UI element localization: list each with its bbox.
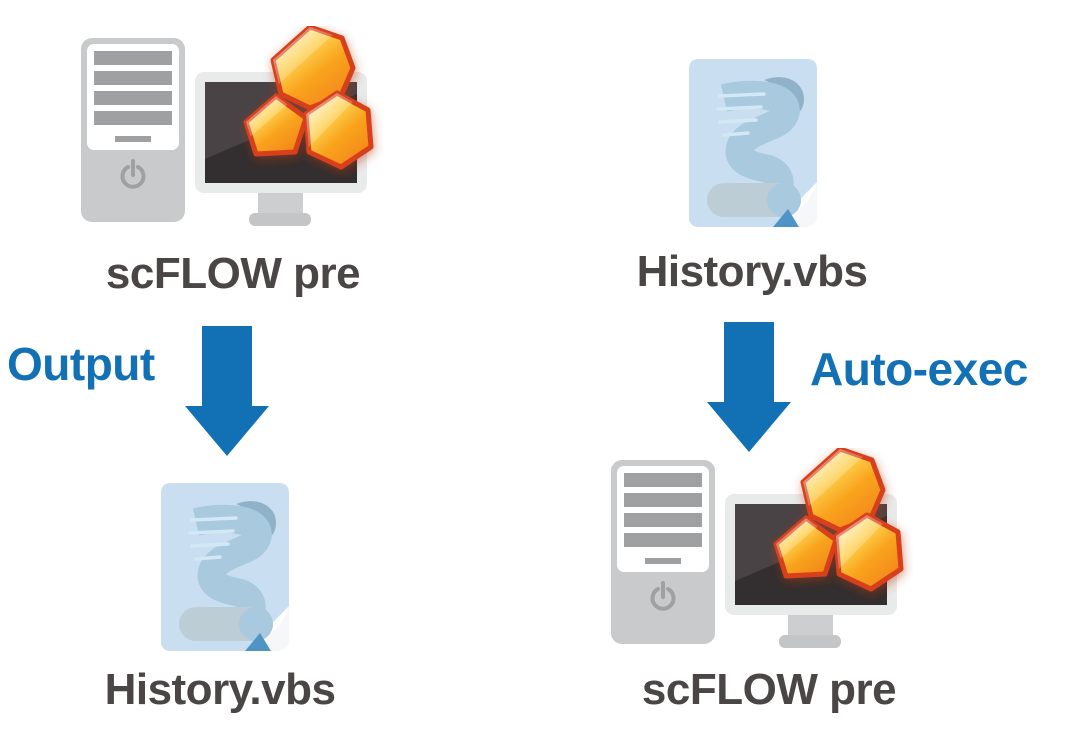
flow-action-output: Output	[7, 338, 155, 390]
node-label-scflow-pre-top: scFLOW pre	[105, 249, 361, 298]
script-file-icon	[160, 482, 290, 652]
flow-action-autoexec: Auto-exec	[810, 343, 1028, 395]
down-arrow-icon	[705, 320, 793, 454]
node-label-history-vbs-bottom: History.vbs	[104, 665, 336, 714]
script-file-icon	[688, 58, 818, 228]
node-label-scflow-pre-bottom: scFLOW pre	[641, 665, 897, 714]
computer-scflow-icon	[78, 26, 383, 228]
down-arrow-icon	[183, 324, 271, 458]
node-label-history-vbs-top: History.vbs	[636, 247, 868, 296]
computer-scflow-icon	[608, 448, 913, 650]
